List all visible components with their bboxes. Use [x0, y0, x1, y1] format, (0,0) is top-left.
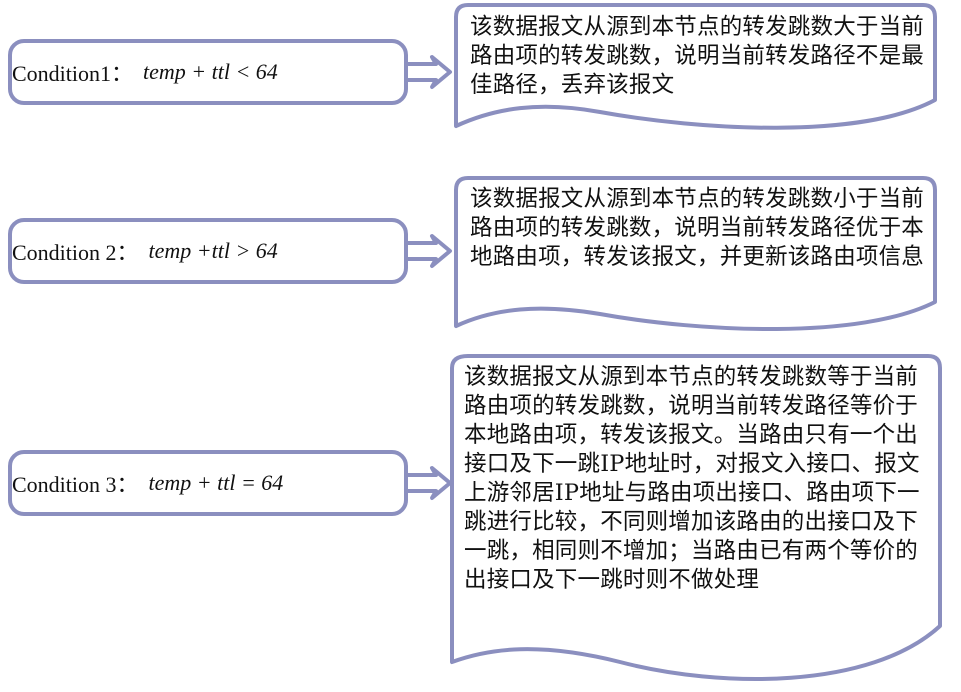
condition-1: Condition1： temp + ttl < 64	[12, 41, 402, 103]
document-box-2	[454, 176, 937, 332]
condition-2-label: Condition 2：	[12, 240, 139, 265]
condition-3-expression: temp + ttl = 64	[148, 470, 284, 495]
condition-1-label: Condition1：	[12, 61, 134, 86]
document-box-1	[454, 3, 937, 130]
condition-3: Condition 3： temp + ttl = 64	[12, 452, 402, 514]
description-3: 该数据报文从源到本节点的转发跳数等于当前路由项的转发跳数，说明当前转发路径等价于…	[464, 364, 920, 593]
condition-1-expression: temp + ttl < 64	[143, 59, 278, 84]
condition-2-expression: temp +ttl > 64	[148, 238, 278, 263]
document-box-3	[450, 354, 942, 681]
arrow-1	[404, 55, 452, 89]
condition-3-label: Condition 3：	[12, 472, 139, 497]
description-2: 该数据报文从源到本节点的转发跳数小于当前路由项的转发跳数，说明当前转发路径优于本…	[470, 186, 925, 270]
arrow-3	[404, 466, 452, 500]
description-1: 该数据报文从源到本节点的转发跳数大于当前路由项的转发跳数，说明当前转发路径不是最…	[470, 14, 925, 98]
condition-2: Condition 2： temp +ttl > 64	[12, 220, 402, 282]
arrow-2	[404, 234, 452, 268]
